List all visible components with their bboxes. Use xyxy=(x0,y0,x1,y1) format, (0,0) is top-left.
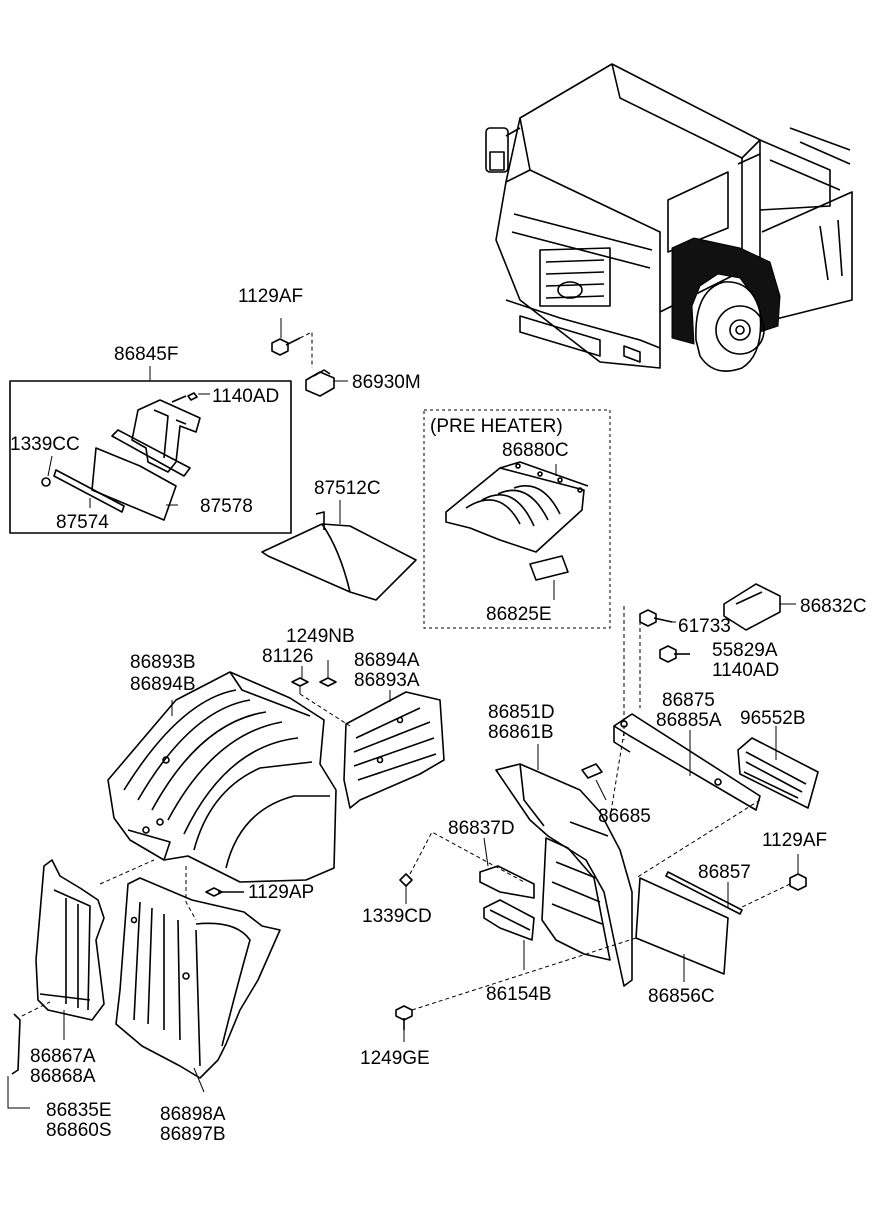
label-86835e: 86835E xyxy=(46,1100,112,1121)
label-61733: 61733 xyxy=(678,616,731,637)
label-86837d: 86837D xyxy=(448,818,515,839)
pins-1249nb-81126 xyxy=(291,660,351,727)
label-86861b: 86861B xyxy=(488,722,554,743)
liner-86867a xyxy=(7,859,155,1109)
plate-87512c xyxy=(261,500,417,601)
truck-cab-illustration xyxy=(485,63,853,372)
label-1249nb: 1249NB xyxy=(286,626,355,647)
plate-86856c xyxy=(635,799,807,982)
label-86875: 86875 xyxy=(662,690,715,711)
callout-labels: 1129AF 86845F 86930M 1140AD 1339CC 87578… xyxy=(10,286,867,1145)
label-86894b: 86894B xyxy=(130,674,196,695)
label-1140ad-right: 1140AD xyxy=(712,660,779,681)
label-1129af-top: 1129AF xyxy=(238,286,303,307)
label-86825e: 86825E xyxy=(486,604,552,625)
label-86898a: 86898A xyxy=(160,1104,226,1125)
label-87578: 87578 xyxy=(200,496,253,517)
label-86867a: 86867A xyxy=(30,1046,96,1067)
label-86860s: 86860S xyxy=(46,1120,112,1141)
label-86154b: 86154B xyxy=(486,984,552,1005)
mudguard-86851d xyxy=(495,744,633,987)
label-81126: 81126 xyxy=(262,646,313,667)
label-86845f: 86845F xyxy=(114,344,178,365)
bolt-1129ap xyxy=(185,866,244,921)
bolt-1249ge xyxy=(395,937,637,1042)
label-86894a: 86894A xyxy=(354,650,420,671)
label-1249ge: 1249GE xyxy=(360,1048,430,1069)
label-87574: 87574 xyxy=(56,512,109,533)
bracket-86837d xyxy=(399,831,535,970)
label-86857: 86857 xyxy=(698,862,751,883)
bracket-86832c xyxy=(623,583,796,740)
label-86832c: 86832C xyxy=(800,596,867,617)
label-86893a: 86893A xyxy=(354,670,420,691)
liner-86898a xyxy=(115,877,281,1093)
label-86893b: 86893B xyxy=(130,652,196,673)
label-1339cc: 1339CC xyxy=(10,434,80,455)
label-96552b: 96552B xyxy=(740,708,806,729)
label-1140ad-left: 1140AD xyxy=(212,386,279,407)
label-86685: 86685 xyxy=(598,806,651,827)
label-86856c: 86856C xyxy=(648,986,715,1007)
box-86845f xyxy=(9,366,292,534)
label-86885a: 86885A xyxy=(656,710,722,731)
label-55829a: 55829A xyxy=(712,640,778,661)
bracket-86930m xyxy=(271,318,348,397)
pre-heater-box xyxy=(423,409,611,629)
label-86868a: 86868A xyxy=(30,1066,96,1087)
liner-86893b xyxy=(107,671,337,883)
panel-86894a xyxy=(343,690,445,809)
label-1339cd: 1339CD xyxy=(362,906,432,927)
label-86930m: 86930M xyxy=(352,372,421,393)
label-87512c: 87512C xyxy=(314,478,381,499)
label-1129af-right: 1129AF xyxy=(762,830,827,851)
label-1129ap: 1129AP xyxy=(248,882,314,903)
label-86897b: 86897B xyxy=(160,1124,226,1145)
bar-86875 xyxy=(609,713,819,819)
label-pre-heater: (PRE HEATER) xyxy=(430,416,563,437)
label-86880c: 86880C xyxy=(502,440,569,461)
label-86851d: 86851D xyxy=(488,702,555,723)
